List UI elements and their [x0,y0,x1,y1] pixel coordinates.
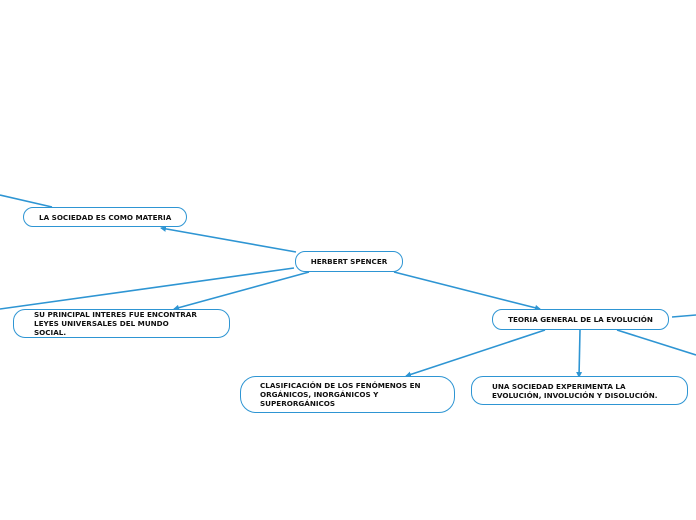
topic-node-teoria-evolucion[interactable]: TEORIA GENERAL DE LA EVOLUCIÓN [492,309,669,330]
topic-node-principal-interes[interactable]: SU PRINCIPAL INTERES FUE ENCONTRAR LEYES… [13,309,230,338]
connector-teoria-to-offscreen-right-lower [616,329,696,356]
subtopic-node-sociedad-experimenta-label: UNA SOCIEDAD EXPERIMENTA LA EVOLUCIÓN, I… [492,381,658,400]
connector-root-to-offscreen-left [0,267,295,310]
connector-teoria-to-offscreen-right-upper [671,314,696,318]
connector-teoria-to-clasificacion [405,329,546,378]
topic-node-teoria-evolucion-label: TEORIA GENERAL DE LA EVOLUCIÓN [508,315,653,324]
topic-node-principal-interes-label: SU PRINCIPAL INTERES FUE ENCONTRAR LEYES… [34,310,197,337]
connector-sociedad-materia-to-offscreen [0,194,53,208]
connector-root-to-teoria-evolucion [393,271,541,311]
root-node-label: HERBERT SPENCER [310,257,388,266]
subtopic-node-clasificacion-label: CLASIFICACIÓN DE LOS FENÓMENOS EN ORGÁNI… [260,381,421,408]
topic-node-sociedad-materia[interactable]: LA SOCIEDAD ES COMO MATERIA [23,207,187,227]
connector-teoria-to-sociedad-experimenta [576,329,583,378]
connector-root-to-sociedad-materia [160,225,297,253]
subtopic-node-sociedad-experimenta[interactable]: UNA SOCIEDAD EXPERIMENTA LA EVOLUCIÓN, I… [471,376,688,405]
topic-node-sociedad-materia-label: LA SOCIEDAD ES COMO MATERIA [39,212,172,222]
subtopic-node-clasificacion[interactable]: CLASIFICACIÓN DE LOS FENÓMENOS EN ORGÁNI… [240,376,455,413]
connector-root-to-principal-interes [173,271,310,311]
root-node-herbert-spencer[interactable]: HERBERT SPENCER [295,251,403,272]
